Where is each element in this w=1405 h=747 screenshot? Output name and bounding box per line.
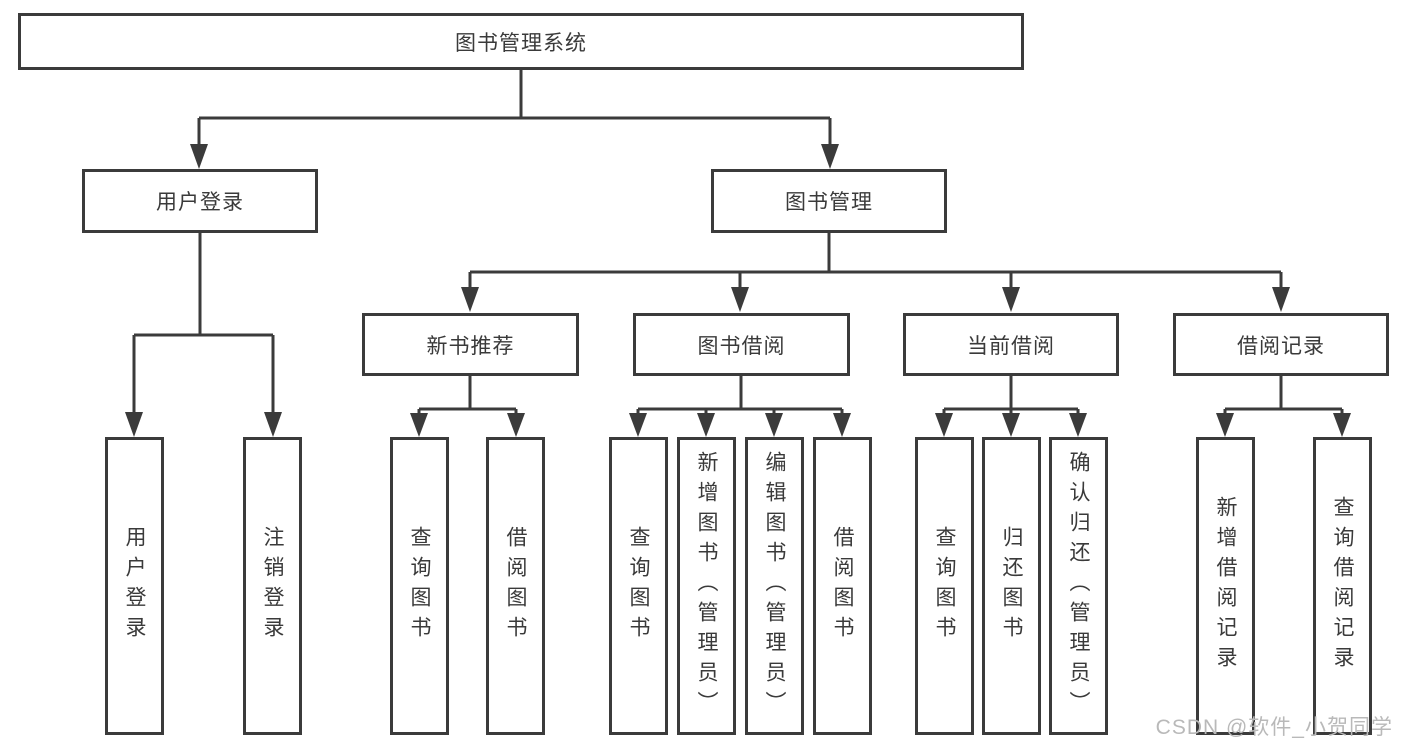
node-borrow-record-label: 借阅记录 — [1237, 334, 1325, 358]
arrow-down-icon — [833, 413, 851, 437]
leaf-bb-add-book-admin-label: 新增图书（管理员） — [695, 451, 718, 721]
leaf-bb-borrow-book: 借阅图书 — [813, 437, 872, 735]
leaf-cb-confirm-return-admin: 确认归还（管理员） — [1049, 437, 1108, 735]
leaf-br-query-record: 查询借阅记录 — [1313, 437, 1372, 735]
arrow-down-icon — [190, 144, 208, 169]
leaf-nb-query-book: 查询图书 — [390, 437, 449, 735]
node-user-login: 用户登录 — [82, 169, 318, 233]
new-book-recommend-connector — [410, 376, 525, 437]
arrow-down-icon — [410, 413, 428, 437]
node-new-book-recommend: 新书推荐 — [362, 313, 579, 376]
leaf-cb-query-book: 查询图书 — [915, 437, 974, 735]
node-book-management-label: 图书管理 — [785, 191, 873, 214]
arrow-down-icon — [821, 144, 839, 169]
leaf-cb-return-book: 归还图书 — [982, 437, 1041, 735]
arrow-down-icon — [507, 413, 525, 437]
arrow-down-icon — [1333, 413, 1351, 437]
leaf-bb-edit-book-admin-label: 编辑图书（管理员） — [763, 451, 786, 721]
book-borrow-connector — [629, 376, 851, 437]
leaf-user-login-label: 用户登录 — [123, 526, 146, 646]
arrow-down-icon — [1216, 413, 1234, 437]
node-new-book-recommend-label: 新书推荐 — [426, 334, 515, 358]
borrow-record-connector — [1216, 376, 1351, 437]
root-branch-connector — [190, 70, 839, 169]
leaf-br-add-record-label: 新增借阅记录 — [1214, 496, 1237, 676]
book-management-branch-connector — [461, 233, 1290, 312]
arrow-down-icon — [765, 413, 783, 437]
leaf-logout: 注销登录 — [243, 437, 302, 735]
leaf-bb-query-book: 查询图书 — [609, 437, 668, 735]
leaf-cb-confirm-return-admin-label: 确认归还（管理员） — [1067, 451, 1090, 721]
arrow-down-icon — [1272, 287, 1290, 312]
leaf-nb-query-book-label: 查询图书 — [408, 526, 431, 646]
arrow-down-icon — [697, 413, 715, 437]
csdn-watermark: CSDN @软件_小贺同学 — [1155, 716, 1393, 739]
leaf-user-login: 用户登录 — [105, 437, 164, 735]
leaf-br-add-record: 新增借阅记录 — [1196, 437, 1255, 735]
arrow-down-icon — [461, 287, 479, 312]
arrow-down-icon — [1002, 413, 1020, 437]
leaf-cb-query-book-label: 查询图书 — [933, 526, 956, 646]
arrow-down-icon — [264, 412, 282, 437]
arrow-down-icon — [125, 412, 143, 437]
arrow-down-icon — [1002, 287, 1020, 312]
leaf-br-query-record-label: 查询借阅记录 — [1331, 496, 1354, 676]
arrow-down-icon — [935, 413, 953, 437]
node-book-borrow: 图书借阅 — [633, 313, 850, 376]
node-root-label: 图书管理系统 — [455, 31, 587, 55]
node-current-borrow-label: 当前借阅 — [967, 334, 1055, 358]
node-borrow-record: 借阅记录 — [1173, 313, 1389, 376]
arrow-down-icon — [731, 287, 749, 312]
user-login-branch-connector — [125, 233, 282, 437]
arrow-down-icon — [1069, 413, 1087, 437]
arrow-down-icon — [629, 413, 647, 437]
leaf-bb-borrow-book-label: 借阅图书 — [831, 526, 854, 646]
leaf-nb-borrow-book-label: 借阅图书 — [504, 526, 527, 646]
node-current-borrow: 当前借阅 — [903, 313, 1119, 376]
leaf-bb-add-book-admin: 新增图书（管理员） — [677, 437, 736, 735]
node-user-login-label: 用户登录 — [156, 191, 244, 214]
node-book-borrow-label: 图书借阅 — [697, 334, 786, 358]
leaf-nb-borrow-book: 借阅图书 — [486, 437, 545, 735]
node-book-management: 图书管理 — [711, 169, 947, 233]
node-root: 图书管理系统 — [18, 13, 1024, 70]
leaf-bb-query-book-label: 查询图书 — [627, 526, 650, 646]
leaf-logout-label: 注销登录 — [261, 526, 284, 646]
leaf-cb-return-book-label: 归还图书 — [1000, 526, 1023, 646]
leaf-bb-edit-book-admin: 编辑图书（管理员） — [745, 437, 804, 735]
current-borrow-connector — [935, 376, 1087, 437]
